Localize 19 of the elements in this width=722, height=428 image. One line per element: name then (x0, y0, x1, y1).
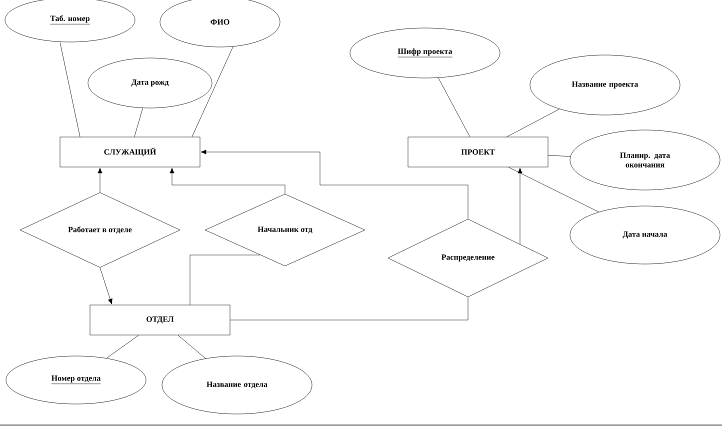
connector-line (190, 254, 260, 305)
connector-line (106, 335, 139, 358)
entity-box: ОТДЕЛ (90, 304, 230, 336)
connector-line (178, 335, 206, 359)
connector-line (230, 297, 468, 320)
connector-line (100, 268, 112, 304)
connector-line (508, 167, 599, 212)
connector-line (518, 168, 522, 244)
connector-line (200, 150, 468, 219)
connector-line (134, 108, 143, 137)
connector-line (438, 78, 470, 137)
entity-box: СЛУЖАЩИЙ (60, 136, 200, 168)
connector-line (60, 42, 80, 137)
connector-line (548, 155, 571, 157)
connector-line (170, 168, 286, 194)
connector-line (192, 46, 234, 137)
connector-line (98, 168, 102, 193)
entity-box: ПРОЕКТ (408, 136, 548, 168)
connector-line (506, 108, 560, 137)
